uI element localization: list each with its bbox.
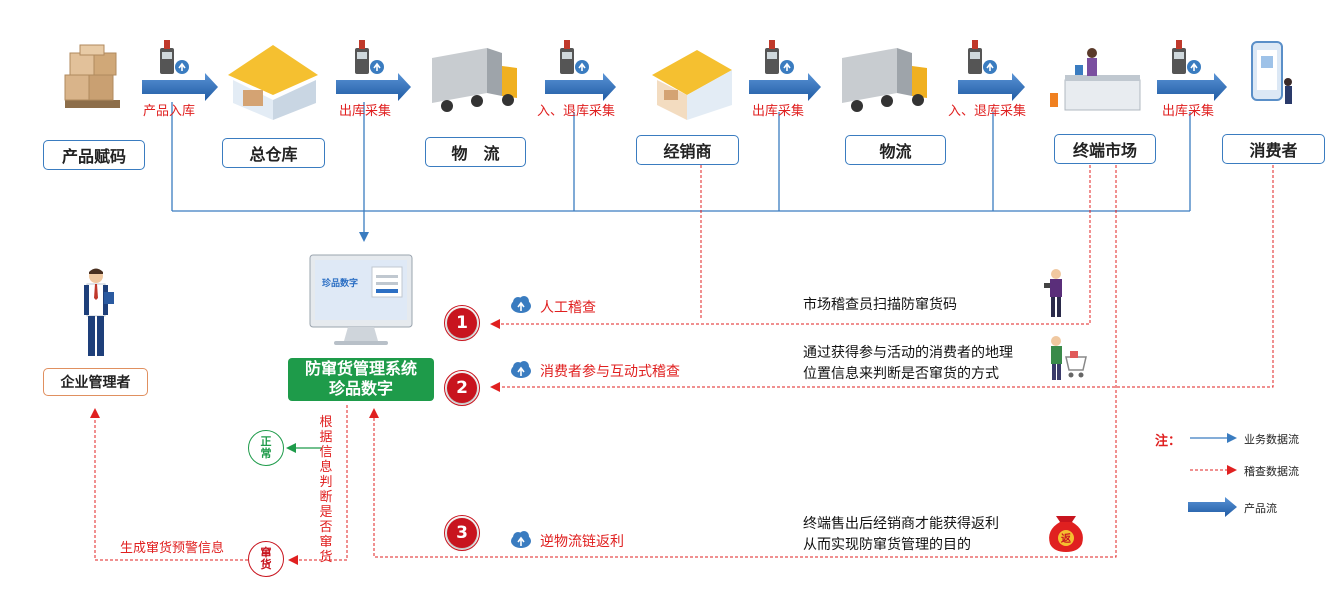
stage-logistics-1: 物 流 [425,137,526,167]
check-number-1: 1 [444,305,480,341]
check-number-2: 2 [444,370,480,406]
business-data-lines [171,102,1191,242]
system-title-line2: 珍品数字 [328,379,393,398]
check-number-3: 3 [444,515,480,551]
system-box: 防窜货管理系统 珍品数字 [288,358,434,401]
check-label-2: 消费者参与互动式稽查 [540,364,680,380]
check-data-lines [90,165,1274,565]
stage-consumer: 消费者 [1222,134,1325,164]
check-desc-3-line2: 从而实现防窜货管理的目的 [803,537,971,553]
warehouse-icon [228,45,318,120]
status-fake-char2: 货 [260,558,272,571]
cloud-upload-icon [511,531,531,548]
screen-logo: 珍品数字 [322,279,359,289]
money-bag-icon: 返 [1049,516,1083,552]
phone-icon [1251,41,1292,104]
check-desc-3-line1: 终端售出后经销商才能获得返利 [803,516,999,532]
check-label-1: 人工稽查 [540,300,596,316]
check-desc-1-line1: 市场稽查员扫描防窜货码 [803,297,957,313]
product-flow-arrows [142,73,1227,101]
cloud-upload-icon [511,296,531,313]
legend-marks [1188,433,1237,517]
system-title-line1: 防窜货管理系统 [304,359,417,378]
distributor-icon [652,50,732,120]
legend-product-flow: 产品流 [1244,502,1277,515]
stage-logistics-2: 物流 [845,135,946,165]
legend-title: 注： [1155,434,1182,449]
stage-main-warehouse: 总仓库 [222,138,325,168]
flow-label: 出库采集 [339,104,392,119]
judge-text: 根据信息判断是否窜货 [319,415,333,565]
legend-check-flow: 稽查数据流 [1244,465,1299,478]
flow-label: 入、退库采集 [948,104,1027,119]
check-label-3: 逆物流链返利 [540,534,624,550]
legend-business-flow: 业务数据流 [1244,433,1299,446]
truck-icon [432,48,517,112]
boxes-icon [64,44,120,108]
flow-label: 出库采集 [752,104,805,119]
inspector-person-icon [1044,269,1062,317]
manager-person-icon [84,268,114,356]
cloud-upload-icon [511,361,531,378]
status-normal-char2: 常 [260,447,272,460]
check-desc-2-line2: 位置信息来判断是否窜货的方式 [803,366,999,382]
stage-distributor: 经销商 [636,135,739,165]
flow-label: 产品入库 [143,104,196,119]
computer-icon [309,254,413,345]
status-fake-char1: 窜 [260,546,272,559]
check-desc-2-line1: 通过获得参与活动的消费者的地理 [803,345,1013,361]
stage-terminal-market: 终端市场 [1054,134,1156,164]
store-counter-icon [1050,48,1141,111]
enterprise-manager-box: 企业管理者 [43,368,148,396]
consumer-cart-icon [1051,336,1087,380]
status-normal-char1: 正 [260,435,272,448]
truck-icon [842,48,927,112]
stage-product-coding: 产品赋码 [43,140,145,170]
warning-label: 生成窜货预警信息 [120,541,225,556]
bag-text: 返 [1061,532,1071,545]
flow-label: 出库采集 [1162,104,1215,119]
scanner-icons [160,40,1201,74]
status-normal: 正 常 [248,430,284,466]
status-fake: 窜 货 [248,541,284,577]
flow-label: 入、退库采集 [537,104,616,119]
